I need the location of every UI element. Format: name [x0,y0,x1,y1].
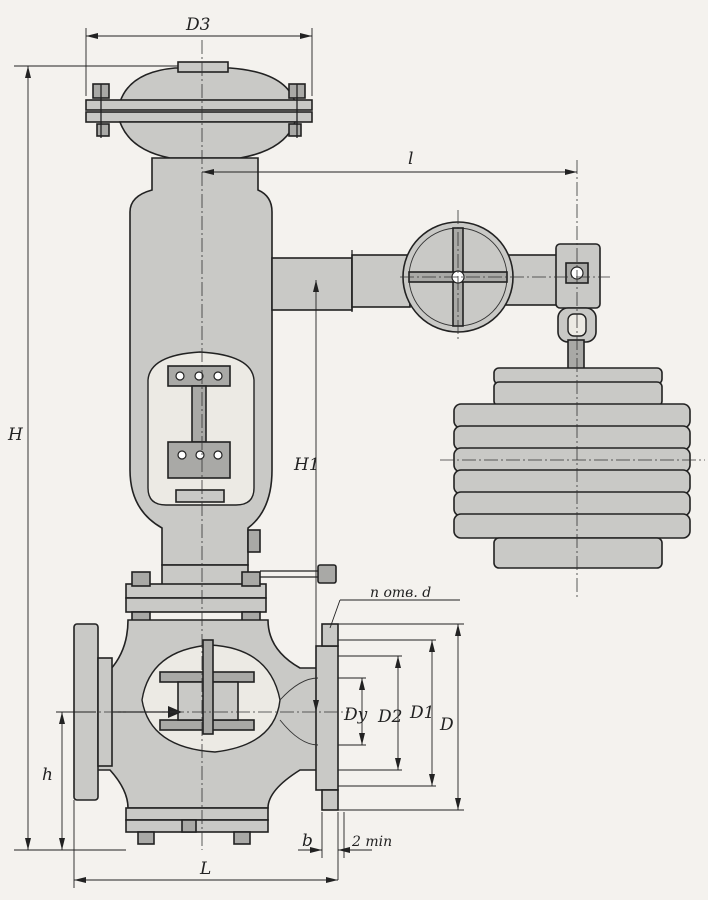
valve-bonnet [125,564,337,623]
label-d3: D3 [185,15,210,35]
label-gap: 2 min [351,834,392,850]
label-d: D [439,715,454,735]
label-note: n отв. d [370,585,431,601]
label-b: b [302,831,313,851]
label-d2: D2 [377,707,402,727]
label-l: l [408,149,413,169]
lever-arm [271,221,601,373]
valve-body [73,619,339,845]
label-h: h [42,765,53,785]
dimension-lines [14,28,577,888]
actuator-diaphragm-housing [85,61,313,159]
counterweight [453,367,691,569]
label-h1: H1 [293,455,320,475]
dimension-labels: D3 l H H1 n отв. d Dy D2 D1 D h b 2 min … [7,15,454,879]
label-dy: Dy [343,705,368,725]
label-length: L [199,859,211,879]
label-h-total: H [7,425,24,445]
center-lines [60,40,705,850]
actuator-yoke [129,157,273,586]
label-d1: D1 [409,703,434,723]
